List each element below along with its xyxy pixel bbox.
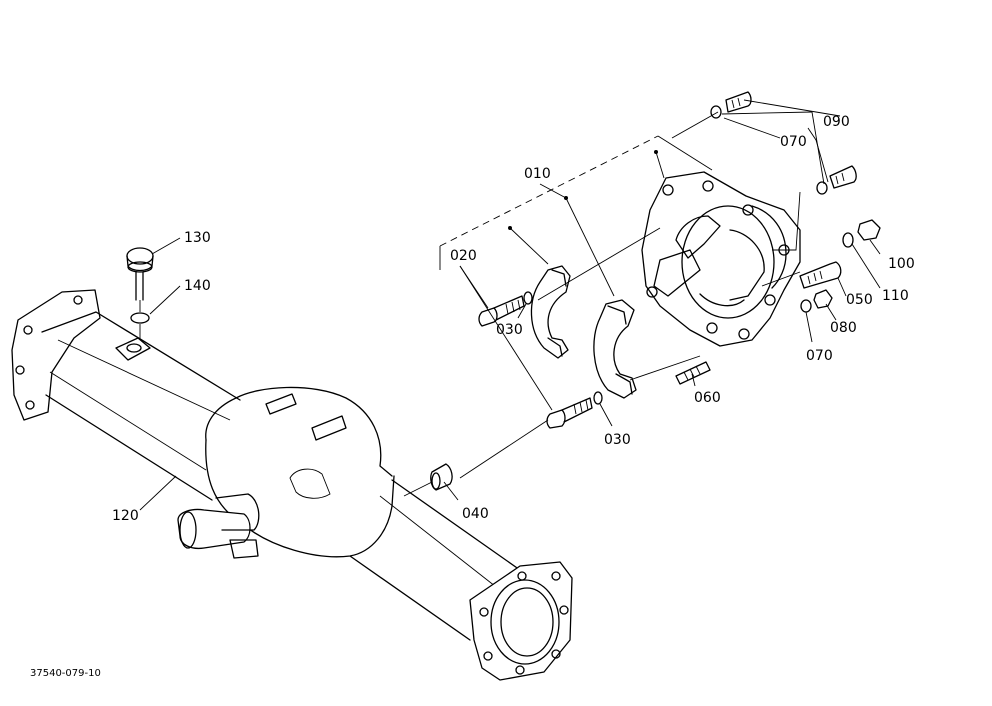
callout-040: 040 — [462, 506, 489, 522]
bearing-cap-lower[interactable] — [593, 299, 637, 399]
callout-020: 020 — [450, 248, 477, 264]
callout-090: 090 — [823, 114, 850, 130]
callout-110: 110 — [882, 288, 909, 304]
cover-bolt-upper[interactable] — [725, 91, 752, 113]
callout-030-upper: 030 — [496, 322, 523, 338]
cover-bolt-lower[interactable] — [829, 165, 857, 189]
callout-050: 050 — [846, 292, 873, 308]
cover-bolt-050[interactable] — [799, 261, 842, 289]
bearing-cap-upper[interactable] — [530, 265, 571, 359]
callout-030-lower: 030 — [604, 432, 631, 448]
axle-housing[interactable] — [11, 289, 573, 681]
cap-nut[interactable] — [857, 219, 881, 241]
cap-bolt-upper[interactable] — [478, 295, 525, 327]
callout-140: 140 — [184, 278, 211, 294]
callout-100: 100 — [888, 256, 915, 272]
callout-010: 010 — [524, 166, 551, 182]
drawing-code: 37540-079-10 — [30, 668, 101, 679]
bearing-housing-cover[interactable] — [641, 171, 801, 347]
callout-120: 120 — [112, 508, 139, 524]
lock-washer-lower[interactable] — [593, 391, 603, 405]
callout-060: 060 — [694, 390, 721, 406]
callout-070-lower: 070 — [806, 348, 833, 364]
cap-bolt-lower[interactable] — [546, 397, 593, 429]
o-ring[interactable] — [130, 312, 150, 324]
washer-110[interactable] — [842, 232, 854, 248]
dowel-bushing[interactable] — [430, 463, 453, 491]
callout-130: 130 — [184, 230, 211, 246]
washer-middle[interactable] — [816, 181, 828, 195]
drain-plug[interactable] — [126, 247, 154, 301]
callout-070-upper: 070 — [780, 134, 807, 150]
stud-bolt[interactable] — [675, 361, 711, 385]
hex-nut[interactable] — [813, 289, 833, 309]
callout-080: 080 — [830, 320, 857, 336]
washer-upper[interactable] — [710, 105, 722, 119]
lock-washer-upper[interactable] — [523, 291, 533, 305]
washer-lower[interactable] — [800, 299, 812, 313]
